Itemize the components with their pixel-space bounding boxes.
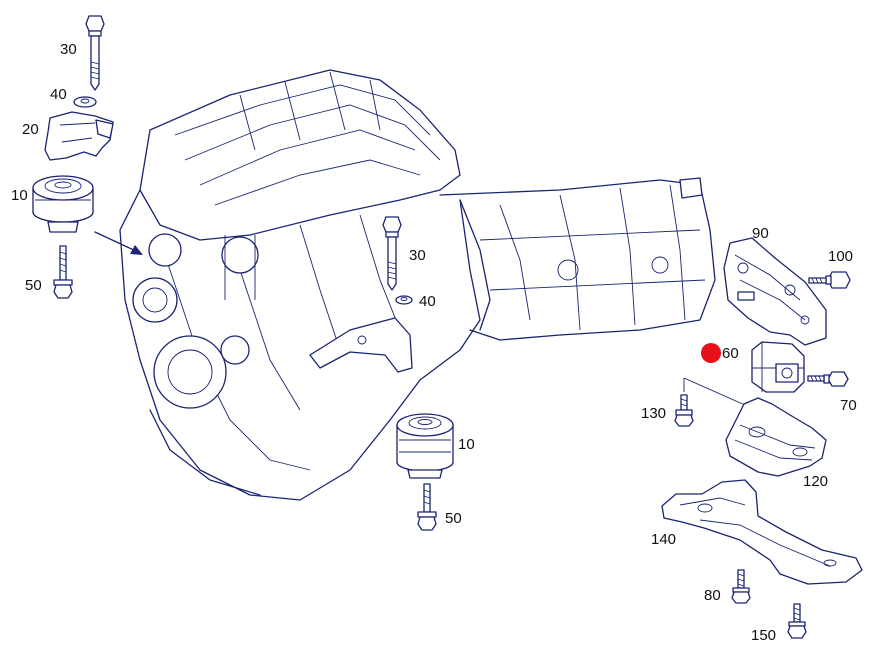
transmission [439, 177, 716, 341]
callout-60: 60 [722, 345, 739, 362]
callout-100: 100 [828, 248, 853, 265]
bolt-50-left [53, 245, 73, 299]
callout-30-middle: 30 [409, 247, 426, 264]
callout-30-left: 30 [60, 41, 77, 58]
callout-130: 130 [641, 405, 666, 422]
bolt-130 [674, 394, 694, 427]
callout-140: 140 [651, 531, 676, 548]
callout-10-middle: 10 [458, 436, 475, 453]
bolt-150 [787, 603, 807, 639]
callout-120: 120 [803, 473, 828, 490]
callout-10-left: 10 [11, 187, 28, 204]
callout-90: 90 [752, 225, 769, 242]
callout-150: 150 [751, 627, 776, 644]
bolt-80 [731, 569, 751, 604]
bolt-100 [808, 271, 851, 289]
engine-block [119, 69, 481, 501]
transmission-bracket-90 [723, 237, 827, 346]
bolt-70 [807, 371, 849, 387]
engine-mount-10-middle [396, 413, 454, 479]
washer-40-left [73, 96, 97, 108]
callout-80: 80 [704, 587, 721, 604]
arrow-to-engine [94, 231, 143, 255]
bolt-30-middle [382, 216, 402, 291]
callout-40-left: 40 [50, 86, 67, 103]
callout-50-middle: 50 [445, 510, 462, 527]
crossmember-140 [661, 479, 863, 585]
callout-50-left: 50 [25, 277, 42, 294]
bolt-30-left [85, 15, 105, 91]
washer-40-middle [395, 295, 413, 305]
transmission-mount-60 [751, 341, 805, 393]
leader-130 [683, 377, 746, 406]
engine-mount-10-left [32, 175, 94, 233]
callout-70: 70 [840, 397, 857, 414]
highlight-marker [701, 343, 721, 363]
bolt-50-middle [417, 483, 437, 531]
mount-plate-120 [725, 397, 827, 477]
bracket-20 [44, 111, 114, 161]
callout-20: 20 [22, 121, 39, 138]
callout-40-middle: 40 [419, 293, 436, 310]
